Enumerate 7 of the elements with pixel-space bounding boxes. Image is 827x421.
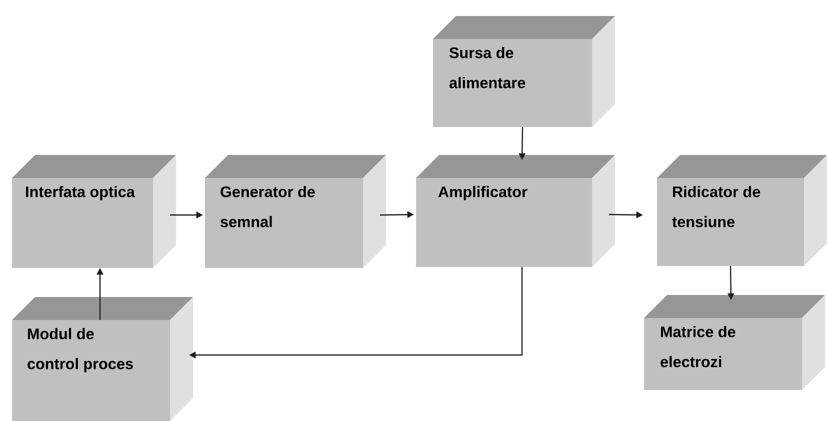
block-3d: Amplificator	[416, 155, 615, 267]
block-3d: Sursa de alimentare	[433, 16, 615, 127]
block-3d: Modul de control proces	[12, 297, 193, 421]
block-3d: Ridicator de tensiune	[657, 155, 827, 266]
block-3d: Interfata optica	[12, 155, 176, 268]
block-3d: Matrice de electrozi	[644, 295, 825, 390]
block-3d: Generator de semnal	[205, 155, 386, 268]
